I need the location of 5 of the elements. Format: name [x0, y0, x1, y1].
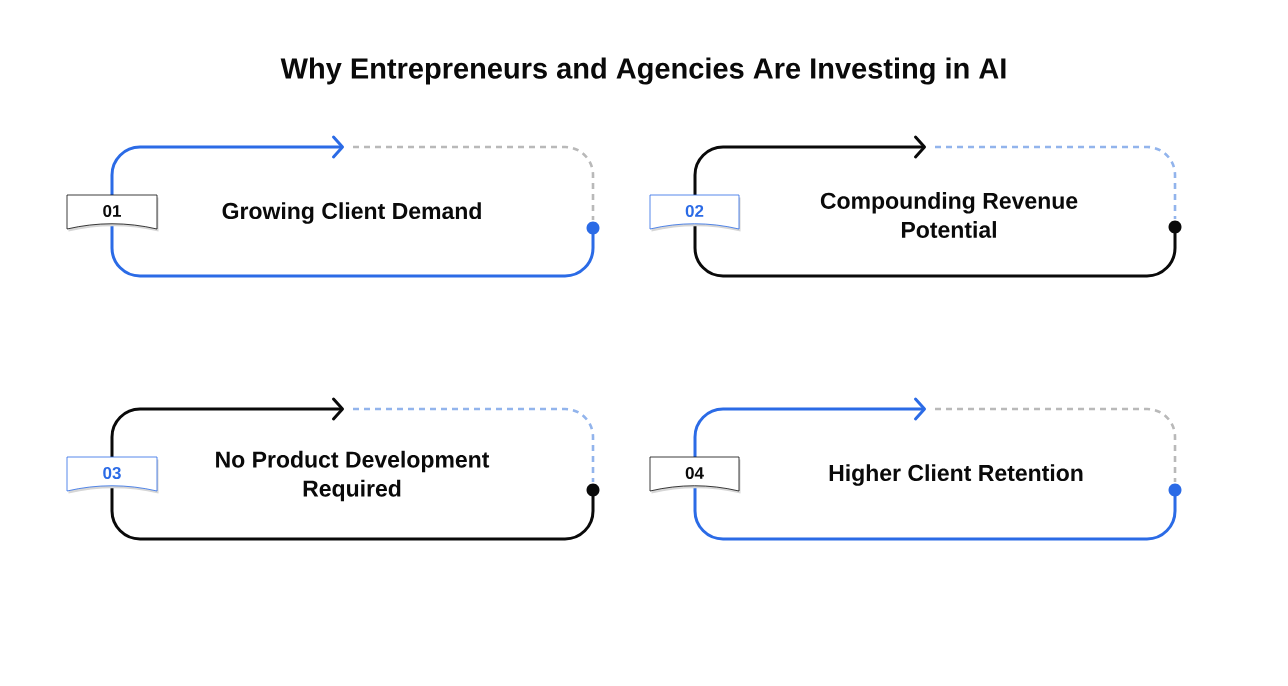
number-tag: 01 [66, 194, 159, 232]
title: Why Entrepreneurs and Agencies Are Investing in AI [280, 57, 1006, 85]
number-tag: 03 [66, 456, 159, 494]
number-tag: 04 [649, 456, 741, 494]
number-tag: 02 [649, 194, 741, 232]
